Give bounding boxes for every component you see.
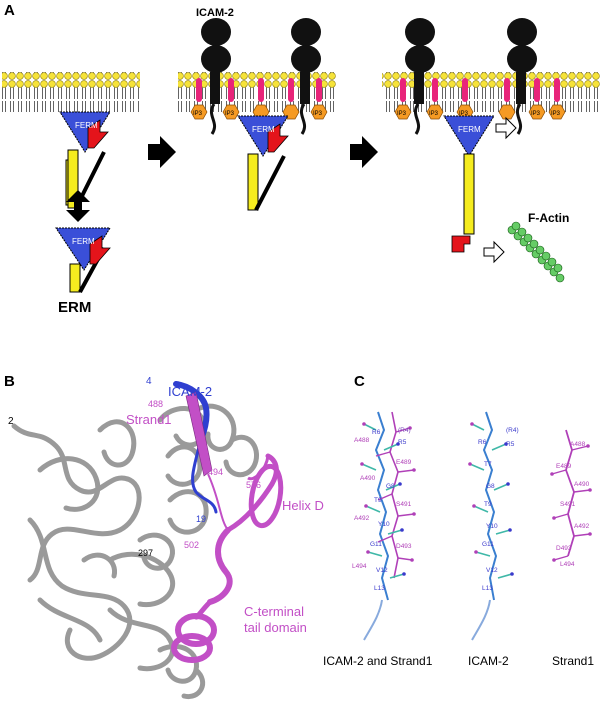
ip3-label-s2b: IP3 (225, 111, 235, 117)
ferm-label-1: FERM (75, 121, 98, 130)
i-label: R5 (506, 441, 515, 448)
arrow-step-1 (148, 136, 176, 168)
stage-3: IP3 IP3 IP3 IP3 IP3 FERM (394, 18, 569, 283)
c-label: L13 (374, 585, 385, 592)
erm-label: ERM (58, 299, 91, 316)
c-label: Y10 (378, 521, 390, 528)
i-label: T9 (484, 501, 492, 508)
c-label: A490 (360, 475, 376, 482)
residue-4: 4 (146, 376, 152, 387)
ip3-label-s3c: IP3 (459, 111, 469, 117)
s-label: A490 (574, 481, 590, 488)
ferm-label-4: FERM (458, 125, 481, 134)
c-label: A492 (354, 515, 370, 522)
icam2-label-a: ICAM-2 (196, 7, 234, 19)
residue-576: 576 (246, 480, 261, 490)
helix-d-label: Helix D (282, 498, 324, 513)
stick-model-strand1 (550, 429, 592, 562)
c-label: R5 (398, 439, 407, 446)
ctail-label-1: C-terminal (244, 604, 304, 619)
i-label: R6 (478, 439, 487, 446)
c-label: E489 (396, 459, 412, 466)
ip3-label-s3e: IP3 (551, 111, 561, 117)
ctail-label-2: tail domain (244, 620, 307, 635)
residue-494: 494 (208, 467, 223, 477)
residue-502: 502 (184, 540, 199, 550)
residue-2: 2 (8, 416, 14, 427)
s-label: D493 (556, 545, 572, 552)
c-label: G8 (386, 483, 395, 490)
s-label: A488 (570, 441, 586, 448)
strand1-residue-labels: A488 E489 A490 S491 A492 D493 L494 (556, 441, 590, 568)
s-label: E489 (556, 463, 572, 470)
ip3-label-s3b: IP3 (429, 111, 439, 117)
f-actin-filament (507, 221, 565, 283)
c-label: A488 (354, 437, 370, 444)
membrane-1 (2, 72, 140, 112)
residue-488: 488 (148, 399, 163, 409)
panel-a-letter: A (4, 2, 15, 19)
stick-model-combined (360, 411, 416, 641)
ctail-ribbon (171, 391, 284, 663)
caption-strand1: Strand1 (552, 654, 594, 668)
i-label: L13 (482, 585, 493, 592)
caption-icam2: ICAM-2 (468, 654, 509, 668)
c-label: G11 (370, 541, 382, 548)
i-label: V12 (486, 567, 498, 574)
i-label: G8 (486, 483, 495, 490)
combined-residue-labels: (R4) R6 A488 R5 E489 A490 G8 T9 S491 A49… (352, 427, 412, 592)
c-label: (R4) (398, 427, 411, 434)
f-actin-label: F-Actin (528, 211, 569, 225)
icam2-residue-labels: (R4) R6 R5 T7 G8 T9 Y10 G11 V12 L13 (478, 427, 519, 592)
stage-2: ICAM-2 IP3 IP3 IP3 (190, 7, 328, 211)
ip3-label-s2c: IP3 (313, 111, 323, 117)
c-label: L494 (352, 563, 367, 570)
residue-19: 19 (196, 514, 206, 524)
stick-model-icam2 (468, 411, 514, 641)
c-label: V12 (376, 567, 388, 574)
strand1-label: Strand1 (126, 412, 172, 427)
i-label: T7 (484, 461, 492, 468)
i-label: (R4) (506, 427, 519, 434)
residue-297: 297 (138, 548, 153, 558)
ip3-label-s3a: IP3 (397, 111, 407, 117)
c-label: T9 (374, 497, 382, 504)
panel-c-letter: C (354, 373, 365, 390)
ip3-label-s3d: IP3 (531, 111, 541, 117)
icam2-label-b: ICAM-2 (168, 384, 212, 399)
erm-inactive-free: FERM ERM (55, 227, 111, 316)
s-label: A492 (574, 523, 590, 530)
ferm-label-2: FERM (72, 237, 95, 246)
s-label: S491 (560, 501, 576, 508)
s-label: L494 (560, 561, 575, 568)
panel-b-letter: B (4, 373, 15, 390)
i-label: Y10 (486, 523, 498, 530)
erm-inactive-membrane: FERM (59, 111, 111, 209)
ferm-label-3: FERM (252, 125, 275, 134)
ip3-label-s2a: IP3 (193, 111, 203, 117)
arrow-step-2 (350, 136, 378, 168)
equilibrium-arrow (66, 190, 90, 222)
c-label: R6 (372, 429, 381, 436)
panel-c: C (R4) R6 A488 R5 E489 A (323, 373, 594, 668)
c-label: S491 (396, 501, 412, 508)
c-label: D493 (396, 543, 412, 550)
panel-b: B (4, 373, 324, 700)
panel-a: A FERM FERM ERM (2, 2, 600, 316)
caption-combined: ICAM-2 and Strand1 (323, 654, 433, 668)
i-label: G11 (482, 541, 494, 548)
